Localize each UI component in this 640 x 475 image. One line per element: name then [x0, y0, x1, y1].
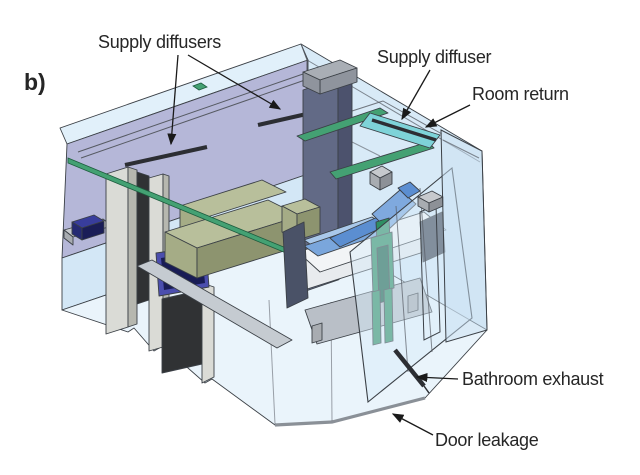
ceiling-fixtures — [296, 107, 441, 180]
ceiling-supply-diffuser-slot — [371, 118, 437, 142]
leader-bathroom-exhaust — [415, 372, 459, 383]
bulkhead-edge-band — [136, 259, 293, 349]
door-leakage-edge — [274, 396, 426, 427]
ceiling-rail-2 — [329, 141, 435, 180]
doorway-dark — [161, 289, 203, 374]
storage-box-side — [81, 220, 105, 241]
equipment-boxes — [369, 165, 444, 213]
supply-diffuser-slot-1 — [124, 145, 208, 167]
leader-supply-diffusers-2 — [187, 54, 282, 110]
supply-diffuser-slots — [77, 73, 312, 167]
leader-door-leakage — [391, 413, 434, 436]
caregiver-leg-right — [383, 287, 394, 344]
equipment-box-a-side — [379, 171, 393, 191]
panel-label: b) — [24, 69, 46, 95]
glass-pane-edge-2 — [419, 187, 433, 353]
diffuser-track-line-2 — [80, 79, 306, 159]
right-wall — [440, 129, 488, 343]
leader-supply-diffuser — [401, 69, 431, 121]
column-1-front — [105, 166, 129, 335]
right-wall-face — [440, 129, 488, 343]
wall-corner-seam — [300, 43, 308, 61]
supply-diffuser-slot-2 — [257, 111, 312, 127]
leader-room-return — [424, 104, 471, 128]
column-1-side — [127, 166, 138, 328]
sofa — [164, 179, 321, 279]
shelf-front — [63, 229, 74, 246]
front-wall-edge-2 — [268, 299, 276, 425]
caregiver-leg-left — [371, 289, 382, 346]
bed-footboard — [282, 221, 309, 309]
annotations: b) Supply diffusers Supply diffuser Room… — [24, 32, 604, 450]
bed-head-leg — [407, 292, 419, 314]
diffuser-track-line-1 — [77, 73, 304, 153]
label-door-leakage: Door leakage — [435, 430, 539, 450]
right-wall-band-line — [442, 139, 480, 159]
sensor-marker — [192, 82, 208, 91]
label-supply-diffuser: Supply diffuser — [377, 47, 492, 67]
bathroom-exhaust-slot-end — [423, 385, 430, 394]
label-supply-diffusers: Supply diffusers — [98, 32, 221, 52]
caregiver-figure — [370, 217, 395, 346]
glass-pane-edge-1 — [395, 205, 409, 373]
ceiling-rail-1 — [296, 107, 389, 142]
label-bathroom-exhaust: Bathroom exhaust — [462, 369, 604, 389]
bed-foot-leg — [311, 322, 323, 344]
partition-column-cap-front — [302, 71, 321, 95]
leader-supply-diffusers-1 — [167, 54, 179, 146]
label-room-return: Room return — [472, 84, 569, 104]
